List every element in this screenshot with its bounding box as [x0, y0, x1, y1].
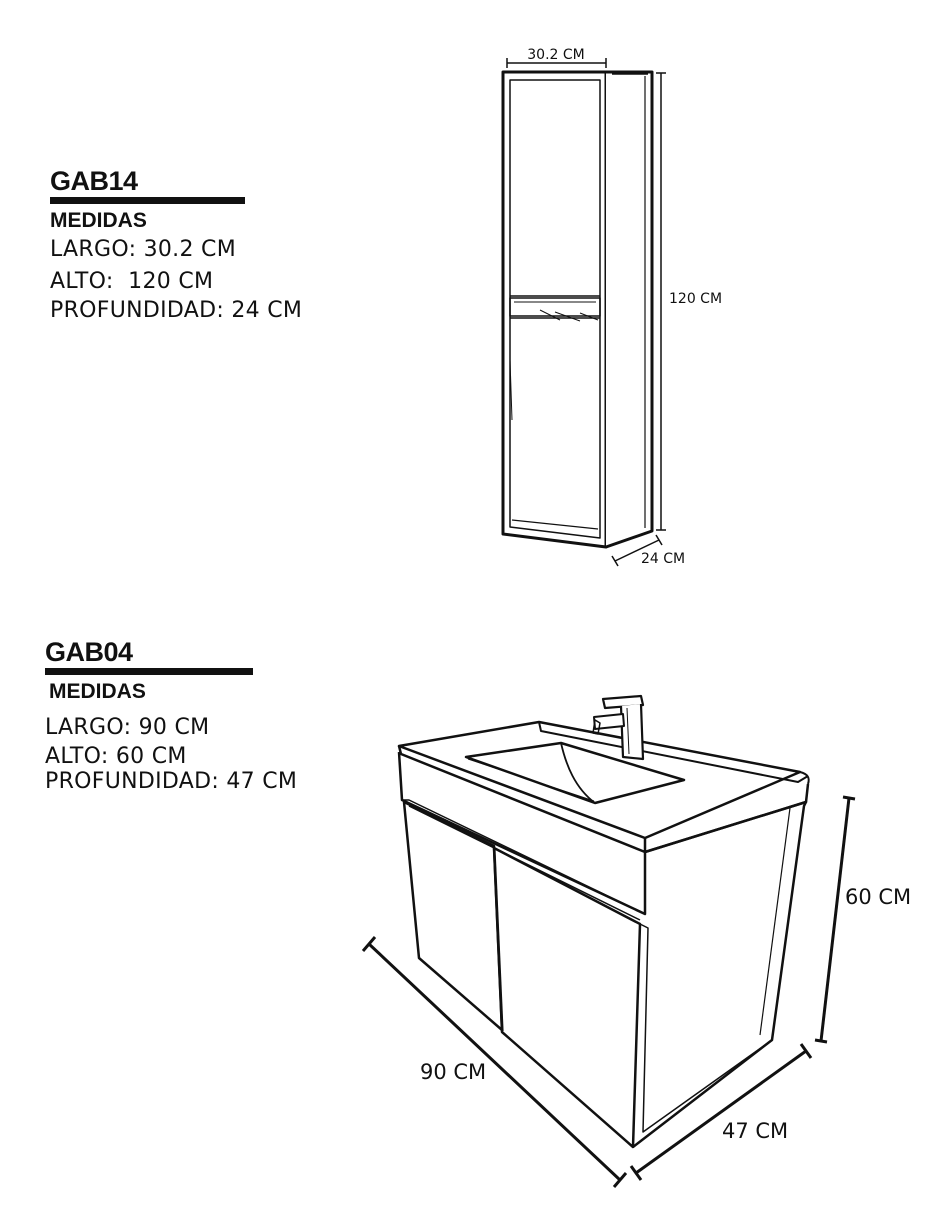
vanity-drawing: [397, 694, 810, 1149]
measures-heading-gab04: MEDIDAS: [49, 680, 146, 703]
vanity-depth-label: 47 CM: [722, 1119, 788, 1143]
spec-length-gab04: LARGO: 90 CM: [45, 715, 210, 740]
title-underline-gab04: [45, 668, 253, 675]
model-title-gab04: GAB04: [45, 637, 133, 667]
vanity-height-label: 60 CM: [845, 885, 911, 909]
vanity-height-dimension: [814, 795, 856, 1044]
tall-cabinet-depth-label: 24 CM: [641, 551, 685, 567]
vanity-depth-dimension: [629, 1043, 813, 1181]
tall-cabinet-height-dimension: [656, 72, 666, 531]
title-underline-gab14: [50, 197, 245, 204]
tall-cabinet-depth-dimension: [611, 534, 663, 567]
spec-gab14: GAB14 MEDIDAS LARGO: 30.2 CM ALTO: 120 C…: [50, 166, 350, 325]
faucet-icon: [592, 694, 645, 761]
spec-gab04: GAB04 MEDIDAS LARGO: 90 CM ALTO: 60 CM P…: [45, 637, 345, 796]
tall-cabinet-width-dimension: [506, 58, 607, 68]
tall-cabinet-height-label: 120 CM: [669, 291, 722, 307]
spec-depth-gab14: PROFUNDIDAD: 24 CM: [50, 298, 303, 323]
tall-cabinet-drawing: [501, 70, 654, 549]
vanity-width-label: 90 CM: [420, 1060, 486, 1084]
vanity-width-dimension: [361, 936, 628, 1188]
tall-cabinet-width-label: 30.2 CM: [527, 47, 584, 63]
model-title-gab14: GAB14: [50, 166, 138, 196]
spec-depth-gab04: PROFUNDIDAD: 47 CM: [45, 769, 298, 794]
measures-heading-gab14: MEDIDAS: [50, 209, 147, 232]
spec-length-gab14: LARGO: 30.2 CM: [50, 237, 237, 262]
spec-height-gab04: ALTO: 60 CM: [45, 744, 187, 769]
spec-height-gab14: ALTO: 120 CM: [50, 269, 214, 294]
